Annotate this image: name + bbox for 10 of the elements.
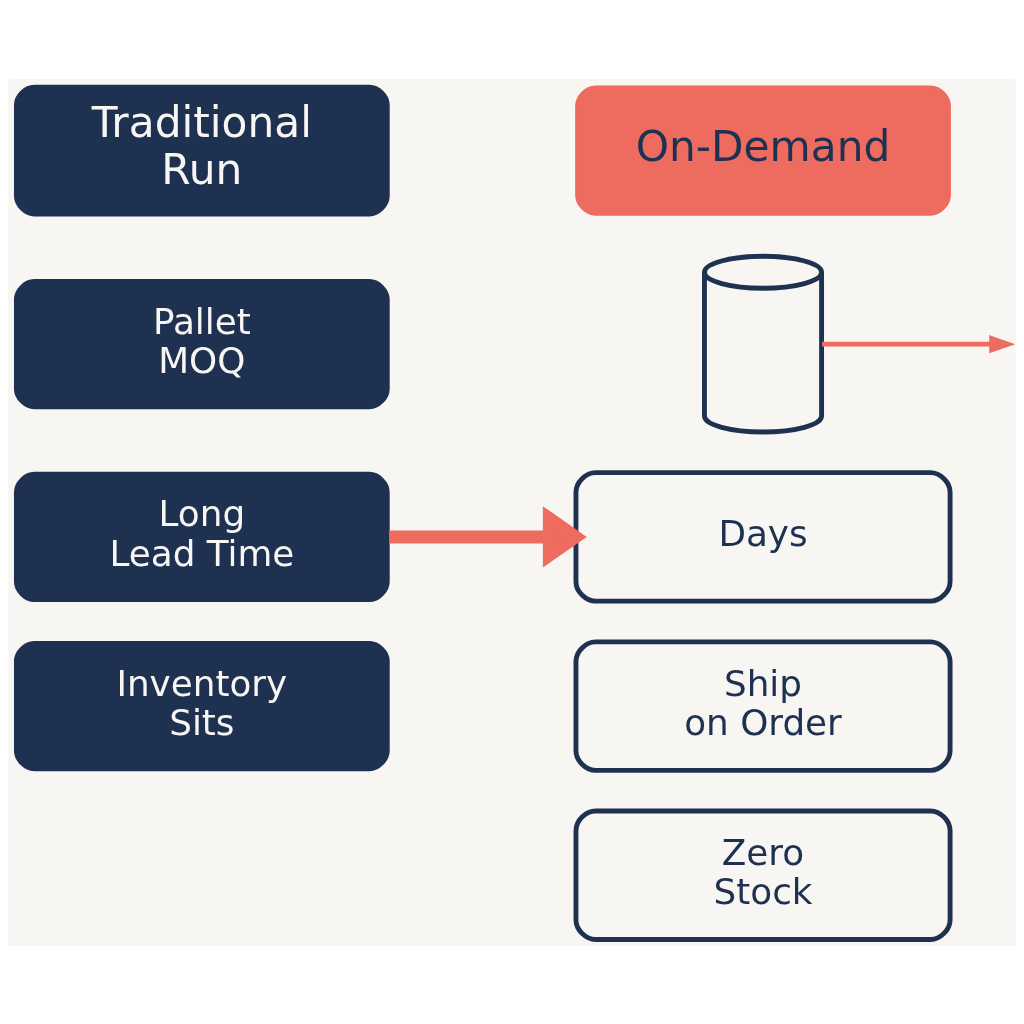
arrow <box>389 505 587 568</box>
node-box: Zero Stock <box>573 808 953 942</box>
node-box: Inventory Sits <box>13 640 390 771</box>
node-box: Traditional Run <box>13 84 390 216</box>
node-box: On-Demand <box>575 85 951 216</box>
node-box: Pallet MOQ <box>13 278 390 409</box>
arrow <box>822 334 1016 353</box>
node-box: Long Lead Time <box>13 471 390 602</box>
node-box: Days <box>573 469 953 604</box>
node-box: Ship on Order <box>573 638 953 773</box>
